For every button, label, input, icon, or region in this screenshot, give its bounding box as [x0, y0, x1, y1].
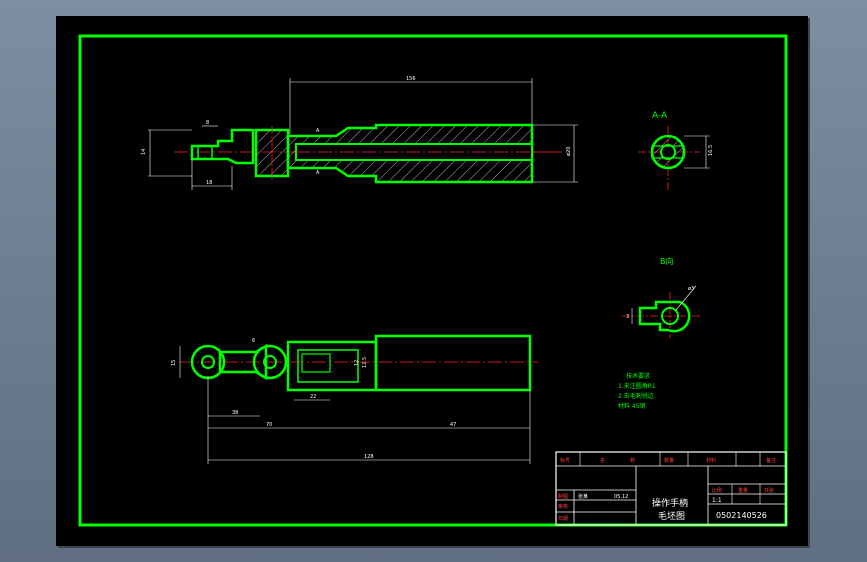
- bottom-shaft: [374, 334, 532, 392]
- tb-drawing-no: 0502140526: [716, 511, 767, 520]
- cut-marker-top: A: [316, 128, 320, 134]
- dim-bottom-d4: 47: [450, 422, 456, 428]
- tb-right-header-0: 比例: [712, 487, 722, 494]
- cut-marker-bottom: A: [316, 170, 320, 176]
- tb-row-label-2: 日期: [558, 516, 568, 522]
- dim-bottom-total: 128: [364, 454, 374, 460]
- tb-header-1: 名: [600, 457, 605, 464]
- tb-header-0: 标号: [560, 457, 570, 464]
- tb-right-header-1: 重量: [738, 487, 748, 494]
- dim-bview-dia: ø3: [688, 286, 694, 292]
- cad-drawing: A A 156 8 18 14 ø20 A-A 16.5 B向: [78, 34, 788, 527]
- tb-header-4: 材料: [706, 457, 716, 464]
- tb-title-line2: 毛坯图: [658, 510, 685, 522]
- tb-designer: 张某: [578, 493, 588, 500]
- section-aa: A-A 16.5: [638, 111, 714, 192]
- drawing-border: [78, 34, 788, 527]
- b-view-outline: [638, 300, 691, 333]
- dim-top-dia-right: ø20: [566, 147, 572, 156]
- dim-section-dia: 16.5: [708, 145, 714, 156]
- bottom-second-eye: [252, 344, 288, 380]
- tb-row-label-1: 审核: [558, 503, 568, 510]
- tb-header-2: 称: [630, 457, 635, 464]
- dim-bottom-box: 12.5: [362, 357, 368, 368]
- notes-title: 技术要求: [626, 372, 650, 380]
- top-left-head: [190, 128, 255, 165]
- notes-line-2: 2.去毛刺锐边.: [618, 392, 656, 400]
- tb-right-header-2: 共张: [764, 487, 774, 494]
- tb-scale: 1:1: [712, 497, 722, 504]
- dim-top-total: 156: [406, 76, 416, 82]
- dim-top-small-1: 8: [206, 120, 209, 126]
- bottom-view: 38 70 22 47 128 15 12 12.5 6: [171, 334, 538, 464]
- dim-bottom-d1: 38: [232, 410, 238, 416]
- tb-row-label-0: 制图: [558, 493, 568, 500]
- b-view-label: B向: [660, 256, 674, 266]
- tb-date: 05.12: [614, 494, 628, 500]
- dim-bottom-d2: 70: [266, 422, 272, 428]
- notes-line-1: 1.未注圆角R1: [618, 382, 656, 390]
- tb-header-5: 备注: [766, 457, 776, 464]
- dim-bottom-small: 6: [252, 338, 255, 344]
- top-view: A A 156 8 18 14 ø20: [141, 76, 578, 190]
- drawing-sheet: A A 156 8 18 14 ø20 A-A 16.5 B向: [56, 16, 808, 546]
- dim-top-small-2: 18: [206, 180, 212, 186]
- tb-header-3: 数量: [664, 457, 674, 464]
- section-aa-label: A-A: [652, 111, 668, 121]
- tech-notes: 技术要求 1.未注圆角R1 2.去毛刺锐边. 材料 45钢: [618, 372, 656, 410]
- top-head-slot: [197, 145, 213, 160]
- b-view: B向 ø3 3: [622, 256, 702, 338]
- dim-bview-h: 3: [626, 314, 629, 320]
- dim-bottom-left-h: 15: [171, 360, 177, 366]
- dim-top-height-left: 14: [141, 149, 147, 155]
- dim-bottom-d3: 22: [310, 394, 316, 400]
- notes-line-3: 材料 45钢: [618, 402, 646, 410]
- tb-title-line1: 操作手柄: [652, 497, 688, 509]
- dim-bottom-mid: 12: [354, 360, 360, 366]
- title-block: 标号 名 称 数量 材料 备注 比例 重量 共张 1:1 制图 审核 日期 张某…: [555, 451, 787, 526]
